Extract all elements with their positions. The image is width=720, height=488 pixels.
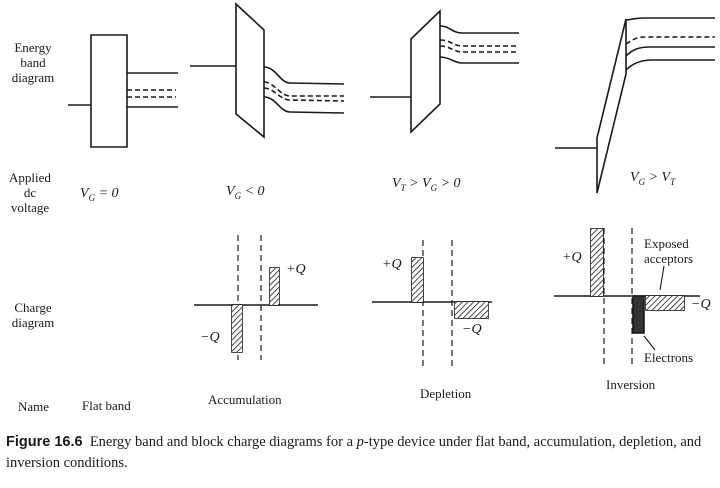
voltage-inversion: VG > VT — [630, 170, 676, 187]
voltage-accumulation: VG < 0 — [226, 184, 265, 201]
charge-inv-plus-q: +Q — [562, 250, 582, 265]
row-label-charge: Charge diagram — [4, 300, 62, 330]
energy-band-accumulation — [190, 2, 345, 139]
row-label-name-text: Name — [18, 399, 50, 414]
row-label-charge-text: Charge diagram — [11, 300, 55, 330]
charge-inversion — [554, 228, 700, 368]
charge-inv-minus-q: −Q — [691, 297, 711, 312]
annotation-exposed-acceptors-text: Exposed acceptors — [644, 236, 694, 266]
charge-depletion — [372, 240, 492, 368]
figure-caption: Figure 16.6 Energy band and block charge… — [6, 432, 720, 474]
energy-band-inversion — [555, 17, 715, 194]
row-label-energy: Energy band diagram — [4, 40, 62, 85]
name-accumulation: Accumulation — [208, 392, 282, 407]
voltage-depletion: VT > VG > 0 — [392, 176, 461, 193]
row-label-name: Name — [18, 399, 49, 414]
name-flat-band: Flat band — [82, 398, 131, 413]
diagram-drawings — [68, 2, 715, 368]
caption-text-before: Energy band and block charge diagrams fo… — [89, 434, 354, 450]
caption-text-italic: p — [356, 434, 364, 450]
energy-band-flat — [68, 34, 178, 148]
annotation-exposed-acceptors: Exposed acceptors — [644, 236, 714, 266]
row-label-applied-text: Applied dc voltage — [9, 170, 51, 215]
voltage-flat-band: VG = 0 — [80, 186, 119, 203]
charge-acc-plus-q: +Q — [286, 262, 306, 277]
row-label-applied: Applied dc voltage — [4, 170, 56, 215]
name-depletion: Depletion — [420, 386, 472, 401]
caption-text-after: -type device under flat band, accumulati… — [6, 434, 702, 471]
charge-accumulation — [194, 235, 318, 360]
charge-dep-minus-q: −Q — [462, 322, 482, 337]
caption-label: Figure 16.6 — [6, 434, 83, 450]
name-inversion: Inversion — [606, 377, 656, 392]
charge-dep-plus-q: +Q — [382, 257, 402, 272]
annotation-electrons: Electrons — [644, 350, 694, 365]
energy-band-depletion — [370, 9, 519, 134]
row-label-energy-text: Energy band diagram — [11, 40, 55, 85]
charge-acc-minus-q: −Q — [200, 330, 220, 345]
